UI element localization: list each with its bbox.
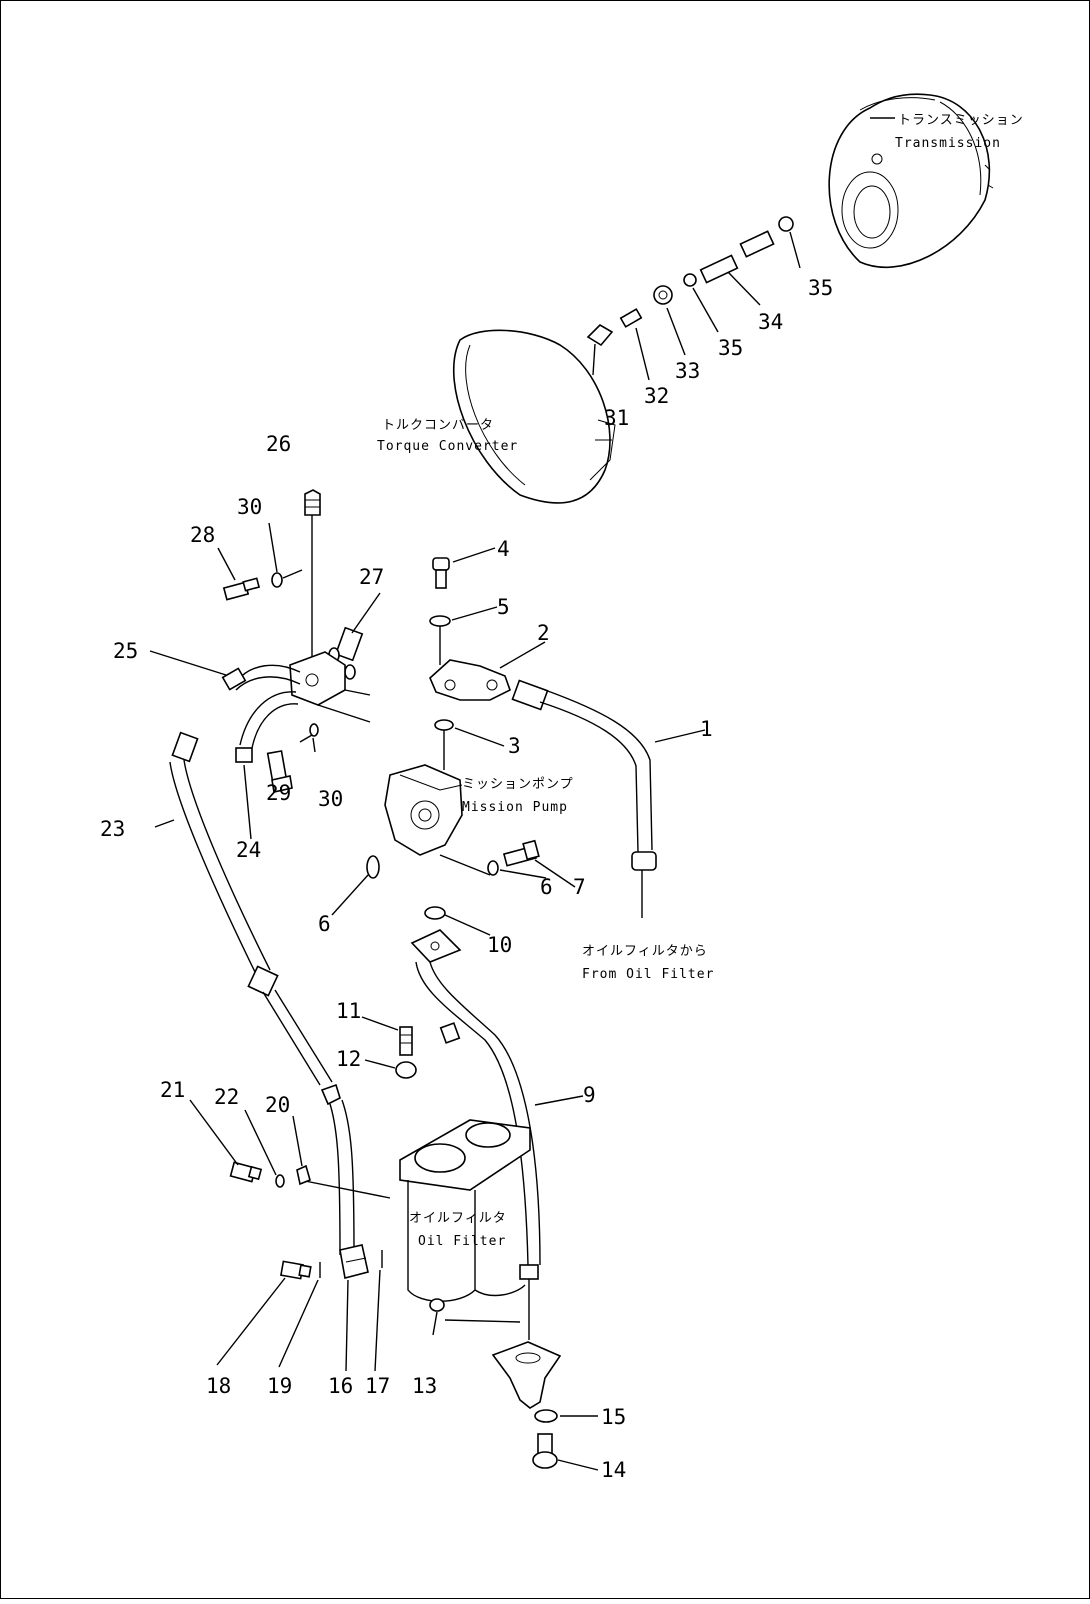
part-number-1: 1 xyxy=(700,717,713,741)
part-number-32: 32 xyxy=(644,384,669,408)
pipe-9 xyxy=(410,929,541,1340)
oil-filter xyxy=(399,1119,531,1302)
part-number-4: 4 xyxy=(497,537,510,561)
part-number-26: 26 xyxy=(266,432,291,456)
part-number-25: 25 xyxy=(113,639,138,663)
oil-filter-label-en: Oil Filter xyxy=(418,1234,506,1249)
part-21-bolt xyxy=(229,1161,263,1183)
part-number-23: 23 xyxy=(100,817,125,841)
pipe-24 xyxy=(235,691,299,763)
pipe-1 xyxy=(511,679,657,871)
pipe-25 xyxy=(221,664,301,691)
from-oil-filter-label-en: From Oil Filter xyxy=(582,967,714,982)
part-number-12: 12 xyxy=(336,1047,361,1071)
part-number-34: 34 xyxy=(758,310,783,334)
part-number-16: 16 xyxy=(328,1374,353,1398)
part-number-22: 22 xyxy=(214,1085,239,1109)
part-number-3: 3 xyxy=(508,734,521,758)
part-number-6-left: 6 xyxy=(318,912,331,936)
transmission-label-en: Transmission xyxy=(895,136,1001,151)
part-number-5: 5 xyxy=(497,595,510,619)
part-number-20: 20 xyxy=(265,1093,290,1117)
part-number-35-lower: 35 xyxy=(718,336,743,360)
part-number-17: 17 xyxy=(365,1374,390,1398)
part-number-21: 21 xyxy=(160,1078,185,1102)
part-number-6-right: 6 xyxy=(540,875,553,899)
part-33-nut xyxy=(653,285,673,305)
mission-pump-label-jp: ミッションポンプ xyxy=(462,777,574,792)
part-15-washer xyxy=(534,1409,558,1423)
filter-base xyxy=(491,1341,562,1409)
part-26-plug xyxy=(304,489,321,516)
pipe-23 xyxy=(169,731,355,1256)
part-6-washer-right xyxy=(487,860,499,876)
part-12-nut xyxy=(395,1061,417,1079)
part-32-plug xyxy=(619,308,643,328)
oil-filter-label-jp: オイルフィルタ xyxy=(409,1211,507,1226)
torque-converter-housing xyxy=(452,329,616,504)
part-number-15: 15 xyxy=(601,1405,626,1429)
part-35-washer-lower xyxy=(683,273,697,287)
part-6-o-ring-left xyxy=(366,855,380,879)
torque-converter-label-en: Torque Converter xyxy=(377,439,518,454)
part-number-11: 11 xyxy=(336,999,361,1023)
part-7-bolt xyxy=(502,839,540,867)
part-11-bolt xyxy=(399,1026,413,1056)
part-number-19: 19 xyxy=(267,1374,292,1398)
from-oil-filter-label-jp: オイルフィルタから xyxy=(582,944,708,959)
leader-lines xyxy=(149,117,895,1471)
part-number-labels: 1 2 3 4 5 6 6 7 9 10 11 12 13 14 15 16 1… xyxy=(100,276,833,1482)
part-number-28: 28 xyxy=(190,523,215,547)
part-number-2: 2 xyxy=(537,621,550,645)
mission-pump xyxy=(384,764,463,856)
transmission-label-jp: トランスミッション xyxy=(898,113,1024,128)
part-34-sleeve xyxy=(699,230,775,284)
part-4-bolt xyxy=(432,557,450,589)
part-10-o-ring xyxy=(424,906,446,920)
part-35-washer-upper xyxy=(778,216,794,232)
part-2-elbow-flange xyxy=(429,659,511,701)
part-29-bolt xyxy=(266,750,293,793)
part-number-30-lower: 30 xyxy=(318,787,343,811)
manifold-block xyxy=(289,651,371,723)
part-14-bolt xyxy=(532,1433,558,1469)
part-20-clip xyxy=(296,1164,311,1186)
part-31-fitting xyxy=(586,323,614,347)
part-22-washer xyxy=(275,1174,285,1188)
transmission-housing xyxy=(828,93,994,268)
part-number-24: 24 xyxy=(236,838,261,862)
part-16-clamp xyxy=(339,1244,369,1279)
part-number-14: 14 xyxy=(601,1458,626,1482)
part-number-35-upper: 35 xyxy=(808,276,833,300)
part-28-bolt xyxy=(222,577,261,601)
part-number-7: 7 xyxy=(573,875,586,899)
part-18-bolt xyxy=(280,1260,312,1280)
part-30-washer-upper xyxy=(271,572,283,588)
part-number-31: 31 xyxy=(604,406,629,430)
part-number-9: 9 xyxy=(583,1083,596,1107)
part-number-27: 27 xyxy=(359,565,384,589)
component-captions: トランスミッション Transmission トルクコンバータ Torque C… xyxy=(377,113,1024,1249)
part-13-o-ring xyxy=(429,1298,445,1312)
part-number-13: 13 xyxy=(412,1374,437,1398)
part-number-29: 29 xyxy=(266,781,291,805)
mission-pump-label-en: Mission Pump xyxy=(462,800,568,815)
part-30-washer-lower xyxy=(309,723,319,737)
part-number-10: 10 xyxy=(487,933,512,957)
part-number-33: 33 xyxy=(675,359,700,383)
part-number-30-upper: 30 xyxy=(237,495,262,519)
part-number-18: 18 xyxy=(206,1374,231,1398)
torque-converter-label-jp: トルクコンバータ xyxy=(382,418,494,433)
